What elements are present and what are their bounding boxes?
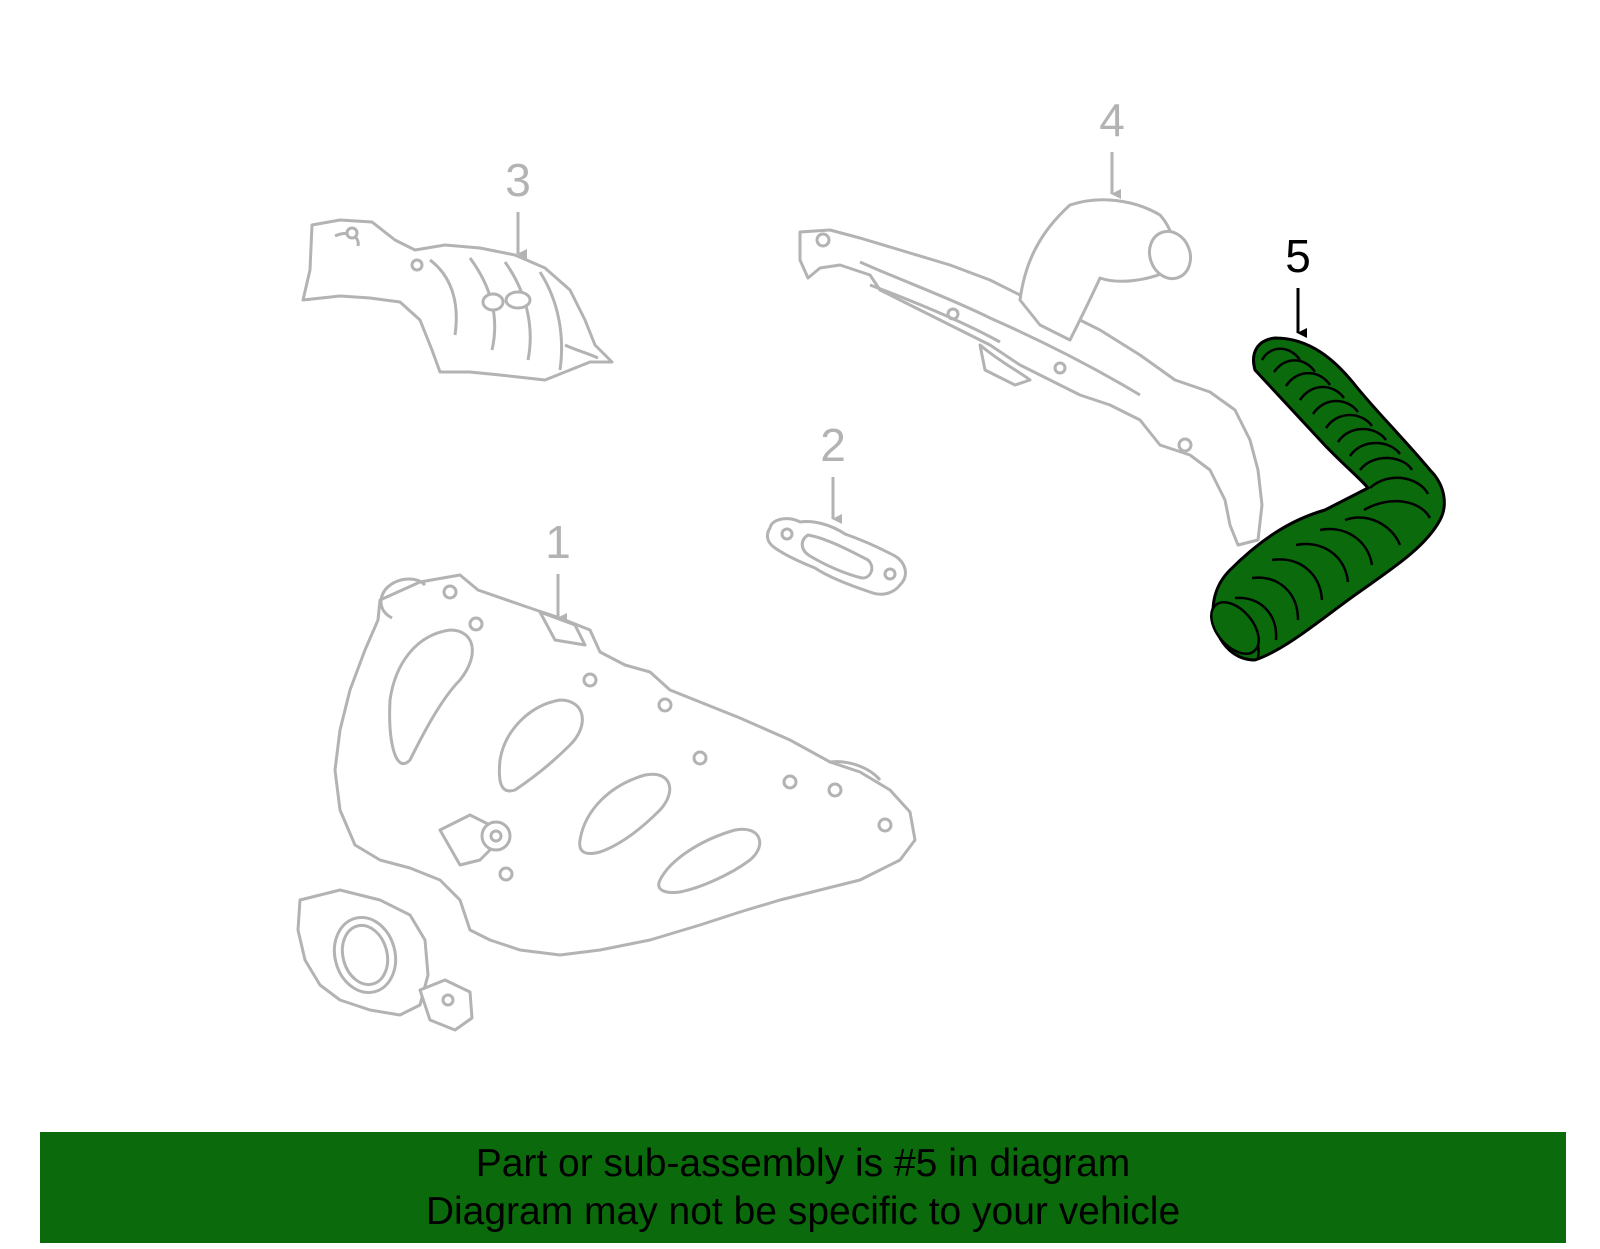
footer-banner: Part or sub-assembly is #5 in diagram Di…	[40, 1132, 1566, 1243]
callout-2-label: 2	[820, 419, 846, 471]
callout-1-label: 1	[545, 516, 571, 568]
callout-5-label: 5	[1285, 230, 1311, 282]
footer-line-2: Diagram may not be specific to your vehi…	[425, 1189, 1181, 1233]
callout-4-label: 4	[1099, 94, 1125, 146]
footer-line-1: Part or sub-assembly is #5 in diagram	[475, 1141, 1131, 1185]
part-2-gasket	[765, 517, 907, 596]
footer-banner-background	[40, 1132, 1566, 1243]
part-4-heat-shield-pipe	[798, 198, 1264, 547]
part-5-hose	[1210, 336, 1446, 662]
part-1-exhaust-manifold	[296, 573, 917, 1032]
callout-3-label: 3	[505, 154, 531, 206]
part-3-heat-shield	[301, 218, 614, 382]
